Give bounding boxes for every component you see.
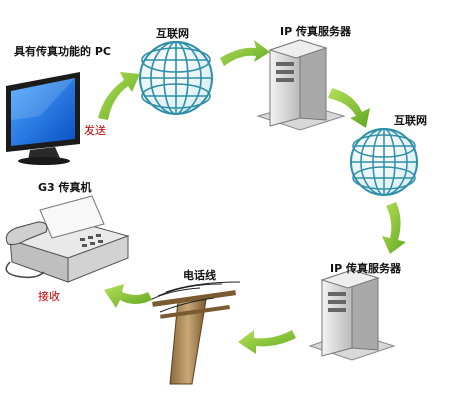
pc-label: 具有传真功能的 PC: [14, 45, 111, 58]
arrow-internet-to-server: [220, 40, 270, 66]
ip-server-label-top: IP 传真服务器: [280, 25, 351, 38]
telephone-pole-icon: [149, 281, 241, 385]
receive-label: 接收: [38, 290, 60, 303]
flow-arrows: [98, 40, 406, 354]
ip-fax-server-icon-bottom: [308, 269, 396, 361]
internet-globe-icon-right: [350, 128, 418, 196]
g3-fax-machine-icon: [5, 195, 130, 283]
arrow-server-to-internet: [328, 88, 370, 128]
send-label: 发送: [84, 124, 106, 137]
internet-label-right: 互联网: [394, 114, 427, 127]
internet-globe-icon-top: [139, 41, 213, 115]
ip-fax-server-icon-top: [256, 39, 346, 131]
arrow-pc-to-internet: [98, 72, 140, 120]
arrow-internet-to-server-bottom: [382, 202, 406, 254]
phone-line-label: 电话线: [183, 269, 216, 282]
arrow-phone-line-to-fax: [104, 284, 152, 308]
g3-fax-label: G3 传真机: [38, 181, 92, 194]
pc-computer-icon: [6, 72, 80, 165]
internet-label-top: 互联网: [156, 27, 189, 40]
ip-server-label-bottom: IP 传真服务器: [330, 262, 401, 275]
arrow-server-to-phone-line: [238, 330, 296, 354]
